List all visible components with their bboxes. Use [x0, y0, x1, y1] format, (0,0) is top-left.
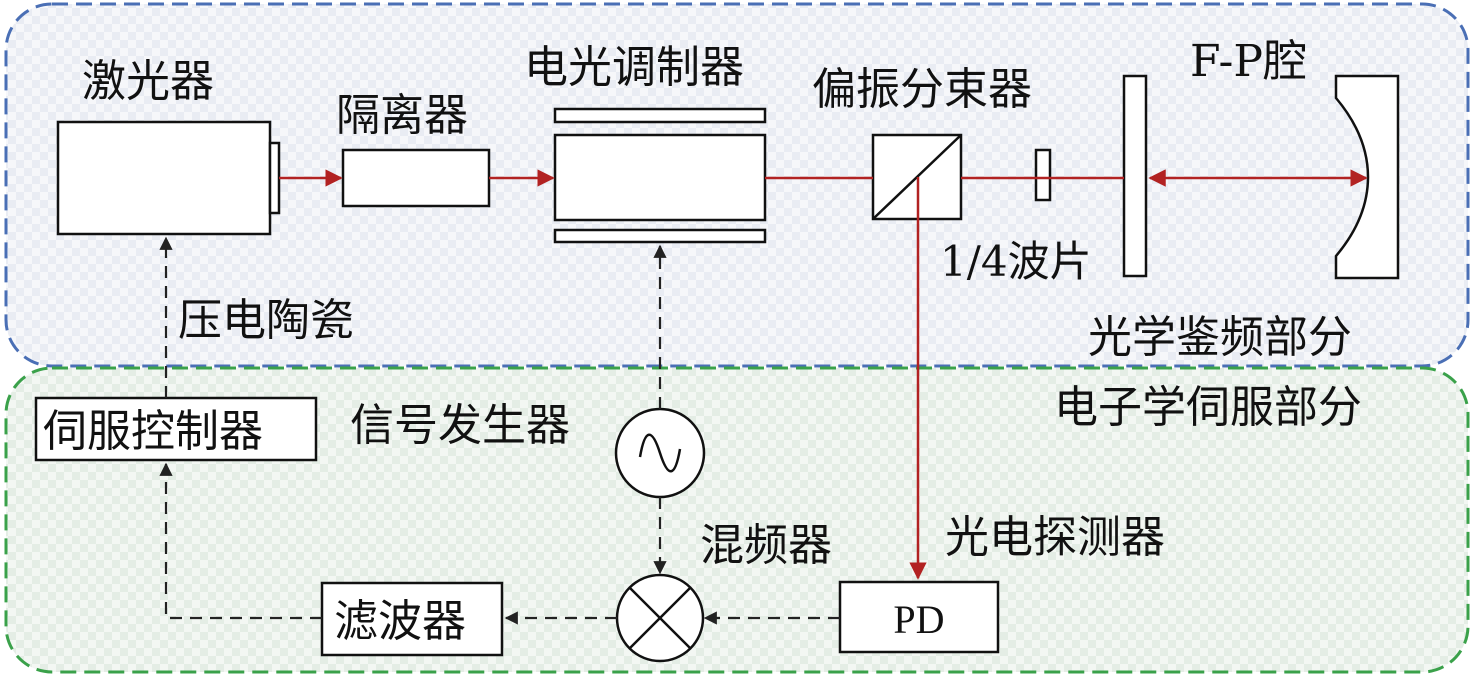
- fp-cavity-label: F-P腔: [1190, 36, 1307, 87]
- quarter-waveplate-label: 1/4波片: [940, 237, 1092, 286]
- isolator-label: 隔离器: [336, 90, 468, 141]
- piezo-label: 压电陶瓷: [178, 295, 354, 346]
- photodetector-label: 光电探测器: [945, 512, 1165, 563]
- laser-label: 激光器: [82, 56, 214, 107]
- eom-bottom-electrode: [553, 228, 767, 244]
- eom-crystal: [553, 133, 767, 222]
- servo-controller-label: 伺服控制器: [43, 406, 263, 457]
- fp-curved-mirror: [1334, 74, 1400, 280]
- isolator-box: [341, 148, 491, 208]
- filter-label: 滤波器: [334, 596, 466, 647]
- quarter-waveplate: [1034, 148, 1052, 202]
- eom-top-electrode: [553, 107, 767, 124]
- laser-box: [56, 120, 272, 236]
- mixer-label: 混频器: [700, 520, 832, 571]
- eom-label: 电光调制器: [524, 42, 744, 93]
- signal-filter-to-servo: [159, 462, 322, 620]
- pbs-label: 偏振分束器: [812, 64, 1032, 115]
- laser-aperture: [268, 141, 281, 215]
- servo-controller-box: [34, 396, 318, 462]
- mixer-cross-b: [629, 587, 691, 649]
- sine-wave-icon: [638, 433, 682, 473]
- electronic-section-title: 电子学伺服部分: [1054, 382, 1362, 433]
- pd-label: PD: [893, 597, 944, 642]
- fp-input-mirror: [1122, 74, 1148, 278]
- signal-generator-label: 信号发生器: [350, 400, 570, 451]
- optical-section-title: 光学鉴频部分: [1088, 312, 1352, 363]
- filter-box: [320, 581, 504, 657]
